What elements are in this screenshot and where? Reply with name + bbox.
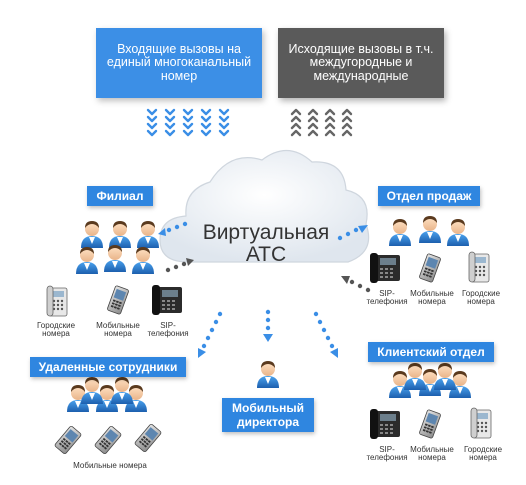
arrow-to-branch [158,221,188,236]
clients-city-phone-icon [470,407,492,439]
branch-mobile-phone-icon [106,284,130,316]
cloud-label: Виртуальная АТС [186,221,346,267]
label-clients-mobile: Мобильные номера [410,445,454,463]
cloud-label-line2: АТС [245,243,287,267]
sales-mobile-phone-icon [418,252,442,284]
director-person-icon [257,361,279,388]
arrow-from-branch [165,258,194,273]
branch-sip-phone-icon [152,285,182,315]
arrow-to-remote [198,311,223,358]
cloud-shape [159,149,370,263]
remote-mobile-2-icon [93,425,123,455]
label-sales-sip: SIP-телефония [366,289,408,307]
label-clients-city: Городские номера [463,445,503,463]
label-branch-mobile: Мобильные номера [96,321,140,339]
arrow-to-sales [337,225,368,241]
sales-people [389,216,469,246]
label-branch-city: Городские номера [36,321,76,339]
group-tag-director: Мобильный директора [222,398,314,432]
incoming-arrows [146,108,230,137]
outgoing-arrows [290,108,353,137]
group-tag-remote: Удаленные сотрудники [30,357,186,377]
branch-people [76,221,159,274]
branch-city-phone-icon [46,285,68,317]
arrow-from-sales [341,276,371,293]
arrow-to-director [263,309,273,342]
remote-mobile-1-icon [53,425,83,455]
clients-mobile-phone-icon [418,408,442,440]
clients-people [389,363,471,398]
label-sales-mobile: Мобильные номера [410,289,454,307]
outgoing-calls-text: Исходящие вызовы в т.ч. междугородные и … [288,42,434,83]
label-sales-city: Городские номера [461,289,501,307]
remote-mobile-3-icon [133,423,163,453]
outgoing-calls-box: Исходящие вызовы в т.ч. междугородные и … [278,28,444,98]
label-remote-mobile: Мобильные номера [73,461,147,470]
remote-people [67,377,147,412]
group-tag-sales: Отдел продаж [378,186,480,206]
label-clients-sip: SIP-телефония [366,445,408,463]
cloud-label-line1: Виртуальная [202,221,330,244]
incoming-calls-box: Входящие вызовы на единый многоканальный… [96,28,262,98]
clients-sip-phone-icon [370,409,400,439]
group-tag-clients: Клиентский отдел [368,342,494,362]
sales-city-phone-icon [468,251,490,283]
label-branch-sip: SIP-телефония [147,321,189,339]
group-tag-branch: Филиал [87,186,153,206]
arrow-to-clients [313,311,338,358]
incoming-calls-text: Входящие вызовы на единый многоканальный… [106,42,252,83]
sales-sip-phone-icon [370,253,400,283]
